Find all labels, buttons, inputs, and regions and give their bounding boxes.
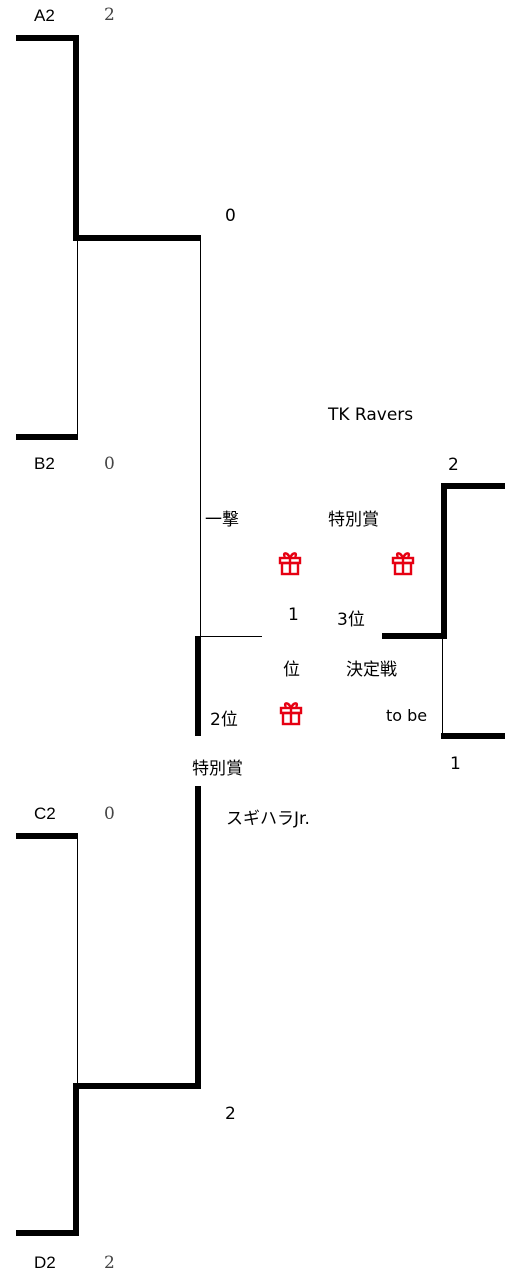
third-place-team-name: TK Ravers: [328, 405, 414, 425]
bracket-line-a2-horizontal: [16, 35, 79, 41]
score-a2: 2: [104, 5, 115, 25]
bracket-line-c2-vertical: [77, 839, 78, 1083]
first-place-char1: 1: [288, 605, 299, 625]
bracket-line-semi-top-horizontal: [73, 235, 201, 241]
score-semi-bottom: 2: [225, 1104, 236, 1124]
bracket-line-third-bottom-vertical: [442, 639, 443, 736]
bracket-line-third-bottom-horizontal: [441, 733, 505, 739]
bracket-line-a2-vertical: [73, 35, 79, 241]
bracket-line-semi-bottom-lower: [195, 786, 201, 1089]
seed-b2: B2: [34, 454, 55, 473]
seed-c2: C2: [34, 804, 56, 823]
third-place-placeholder: to be: [386, 706, 428, 725]
score-c2: 0: [104, 804, 115, 824]
bracket-line-third-center: [382, 633, 447, 639]
special-prize-left: 特別賞: [192, 759, 243, 779]
bracket-line-b2-vertical: [77, 241, 78, 437]
bracket-line-semi-bottom-horizontal: [73, 1083, 201, 1089]
score-semi-top: 0: [225, 206, 236, 226]
bracket-line-d2-horizontal: [16, 1230, 79, 1236]
bracket-line-b2-horizontal: [16, 434, 78, 440]
third-place-title-line2: 決定戦: [346, 660, 397, 680]
bracket-line-third-top-horizontal: [441, 483, 505, 489]
gift-icon: [391, 548, 415, 576]
score-b2: 0: [104, 454, 115, 474]
winner-name: スギハラJr.: [226, 809, 310, 829]
bracket-line-semi-bottom-upper: [195, 636, 201, 736]
third-place-bottom-score: 1: [450, 754, 461, 774]
bracket-line-d2-vertical: [73, 1083, 79, 1236]
gift-icon: [279, 698, 303, 726]
bracket-line-c2-horizontal: [16, 833, 78, 839]
seed-d2: D2: [34, 1253, 56, 1272]
ichigeki-label: 一撃: [205, 510, 239, 530]
gift-icon: [278, 548, 302, 576]
bracket-line-third-top-vertical: [441, 483, 447, 638]
third-place-title-line1: 3位: [337, 610, 365, 630]
first-place-char2: 位: [283, 660, 300, 680]
seed-a2: A2: [34, 6, 55, 25]
special-prize-right: 特別賞: [328, 510, 379, 530]
bracket-line-semi-top-vertical: [200, 241, 201, 637]
bracket-line-final-junction: [200, 636, 262, 637]
second-place-label: 2位: [210, 710, 238, 730]
score-d2: 2: [104, 1253, 115, 1273]
third-place-top-score: 2: [448, 455, 459, 475]
